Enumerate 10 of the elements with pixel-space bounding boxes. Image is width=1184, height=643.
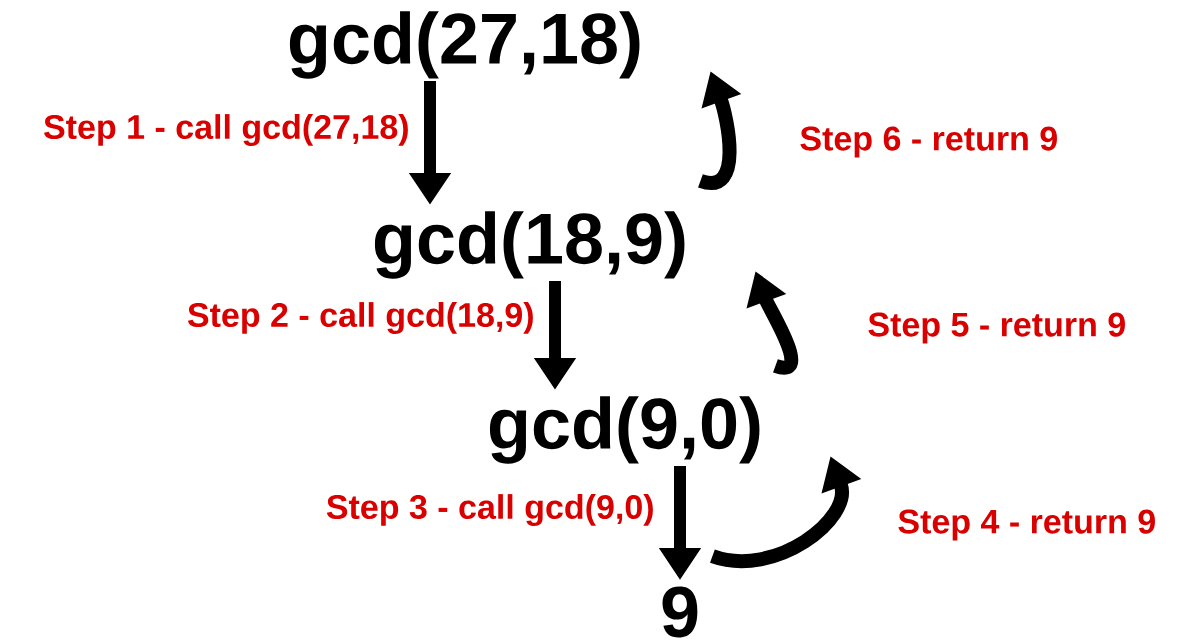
function-call-text: gcd(9,0) xyxy=(489,396,760,464)
edge-label: Step 2 - call gcd(18,9) xyxy=(187,302,533,334)
edge-label: Step 6 - return 9 xyxy=(800,126,1057,158)
edge-label: Step 1 - call gcd(27,18) xyxy=(44,114,408,146)
edge-label: Step 3 - call gcd(9,0) xyxy=(326,494,653,526)
function-call-text: gcd(18,9) xyxy=(374,211,685,279)
function-call-text: 9 xyxy=(662,586,698,638)
edge-label: Step 4 - return 9 xyxy=(898,509,1155,541)
edge-label: Step 5 - return 9 xyxy=(868,312,1125,344)
function-call-text: gcd(27,18) xyxy=(289,11,640,79)
